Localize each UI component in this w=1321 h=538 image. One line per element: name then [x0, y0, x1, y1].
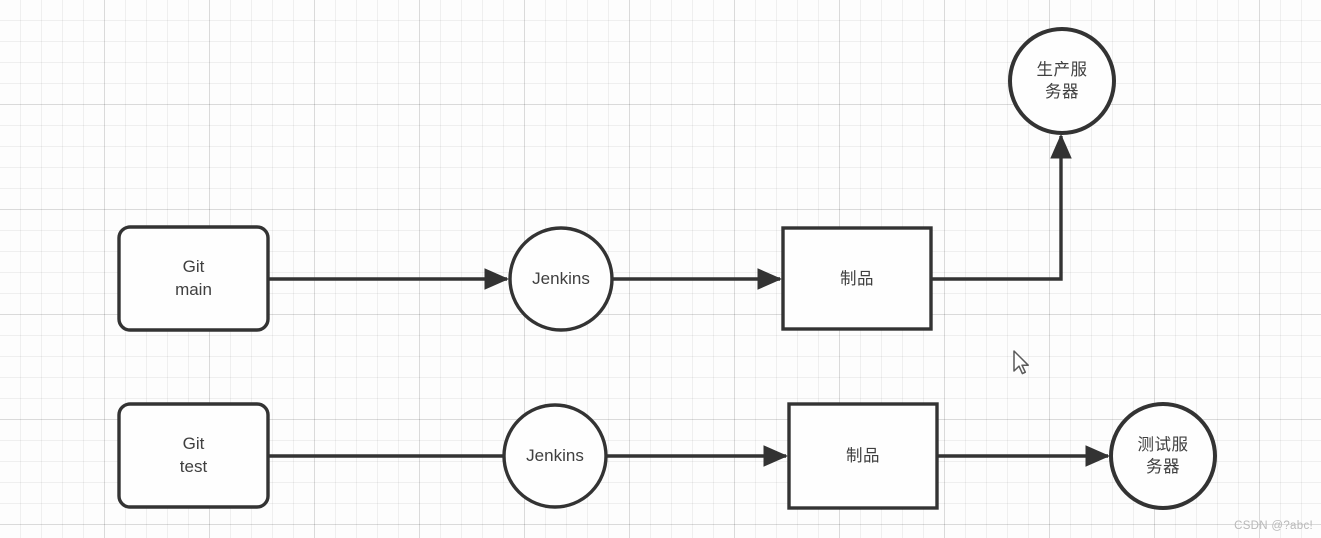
node-test-server[interactable] [1109, 402, 1217, 510]
node-artifact-test[interactable] [787, 402, 939, 510]
node-git-test[interactable] [117, 402, 270, 509]
node-group [117, 27, 1217, 510]
watermark-text: CSDN @?abc! [1234, 520, 1313, 532]
node-jenkins-test[interactable] [502, 403, 608, 509]
node-prod-server[interactable] [1008, 27, 1116, 135]
node-artifact-main[interactable] [781, 226, 933, 331]
edge-group [268, 134, 1110, 467]
edge-artifact-main-to-prod-server [931, 134, 1072, 281]
node-git-main[interactable] [117, 225, 270, 332]
node-jenkins-main[interactable] [508, 226, 614, 332]
